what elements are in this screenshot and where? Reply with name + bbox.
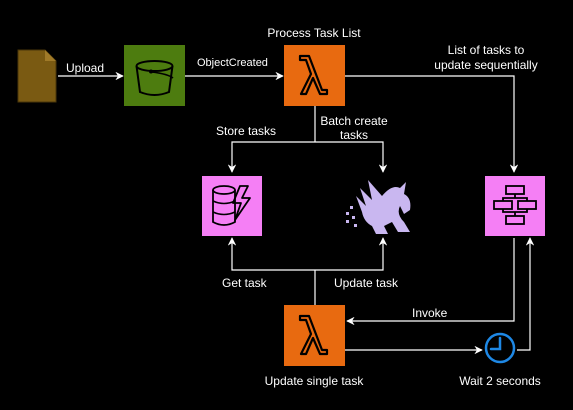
griffin-icon[interactable] <box>346 180 411 234</box>
lambda-process-icon[interactable] <box>284 45 345 106</box>
s3-bucket-icon[interactable] <box>124 45 185 106</box>
object-created-label: ObjectCreated <box>197 57 268 69</box>
edge-update-task-up <box>315 237 388 271</box>
batch-create-label-line1: Batch create <box>320 114 388 128</box>
update-task-label: Update task <box>334 276 399 290</box>
update-single-task-label: Update single task <box>264 374 364 388</box>
dynamodb-icon[interactable] <box>202 176 262 236</box>
edge-batch-create <box>315 141 388 173</box>
list-of-tasks-label-line2: update sequentially <box>434 58 538 72</box>
edge-store-tasks <box>227 141 315 173</box>
list-of-tasks-label-line1: List of tasks to <box>447 43 525 57</box>
edge-list-of-tasks <box>345 75 519 173</box>
process-task-list-label: Process Task List <box>267 26 361 40</box>
lambda-update-icon[interactable] <box>284 305 345 366</box>
edge-get-task-up <box>227 237 315 271</box>
wait-2-seconds-label: Wait 2 seconds <box>459 374 541 388</box>
upload-label: Upload <box>66 61 105 75</box>
store-tasks-label: Store tasks <box>216 124 277 138</box>
batch-create-label-line2: tasks <box>339 128 369 142</box>
clock-icon <box>484 332 516 364</box>
invoke-label: Invoke <box>412 306 448 320</box>
edge-invoke <box>346 238 515 326</box>
get-task-label: Get task <box>222 276 267 290</box>
document-icon <box>17 49 57 103</box>
edge-wait-back <box>517 237 535 351</box>
step-functions-icon[interactable] <box>485 176 545 236</box>
